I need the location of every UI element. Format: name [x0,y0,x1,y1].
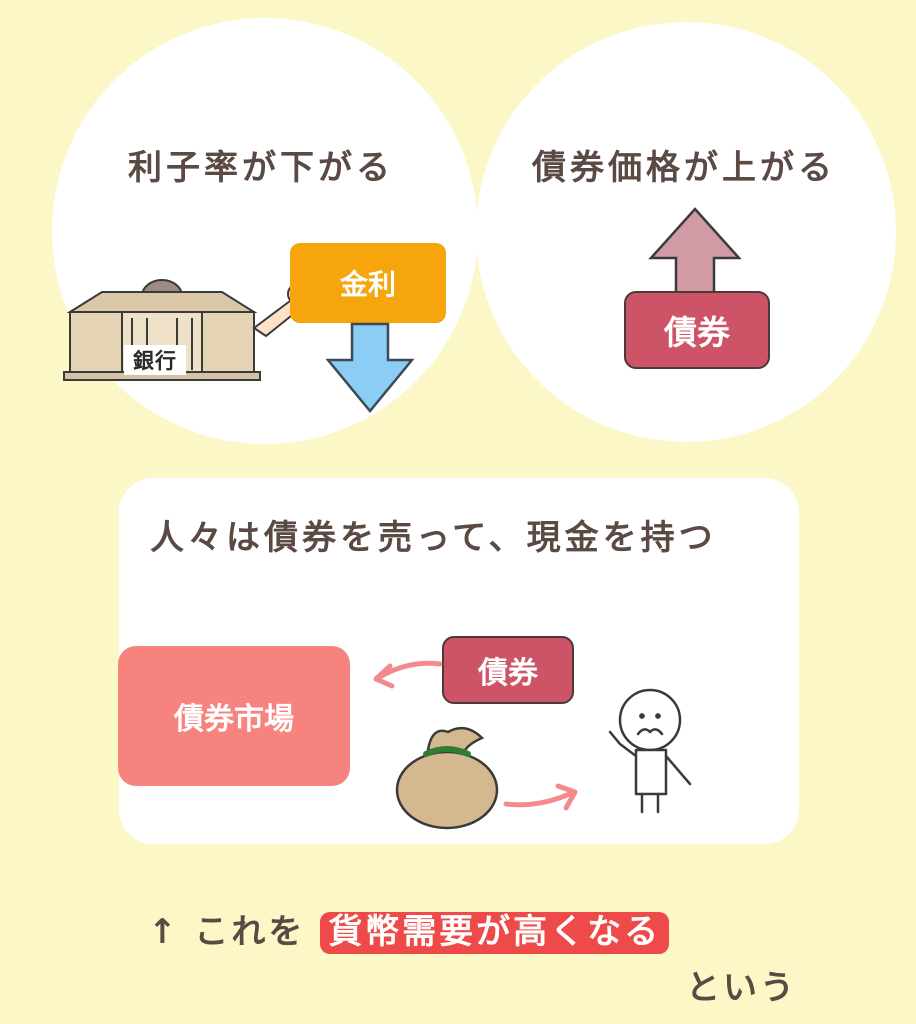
right-heading: 債券価格が上がる [532,148,836,188]
bond-market-box: 債券市場 [118,646,350,786]
bond-box: 債券 [624,291,770,369]
bank-label: 銀行 [124,345,186,375]
up-arrow-glyph: ↑ [148,912,180,952]
interest-rate-box: 金利 [290,243,446,323]
summary-suffix: という [686,968,797,1008]
panel-bond-box: 債券 [442,636,574,704]
money-bag-icon [395,726,499,830]
bank-building-icon [63,279,309,381]
arrow-to-market-icon [373,660,443,689]
panel-heading: 人々は債券を売って、現金を持つ [150,518,717,558]
summary-line: ↑ これを 貨幣需要が高くなる [148,904,670,954]
left-heading: 利子率が下がる [128,148,394,188]
up-arrow-icon [648,207,742,300]
down-arrow-icon [326,322,414,413]
money-demand-highlight: 貨幣需要が高くなる [320,912,670,954]
person-icon [608,688,692,814]
summary-prefix: これを [194,912,306,952]
arrow-to-person-icon [503,783,578,811]
